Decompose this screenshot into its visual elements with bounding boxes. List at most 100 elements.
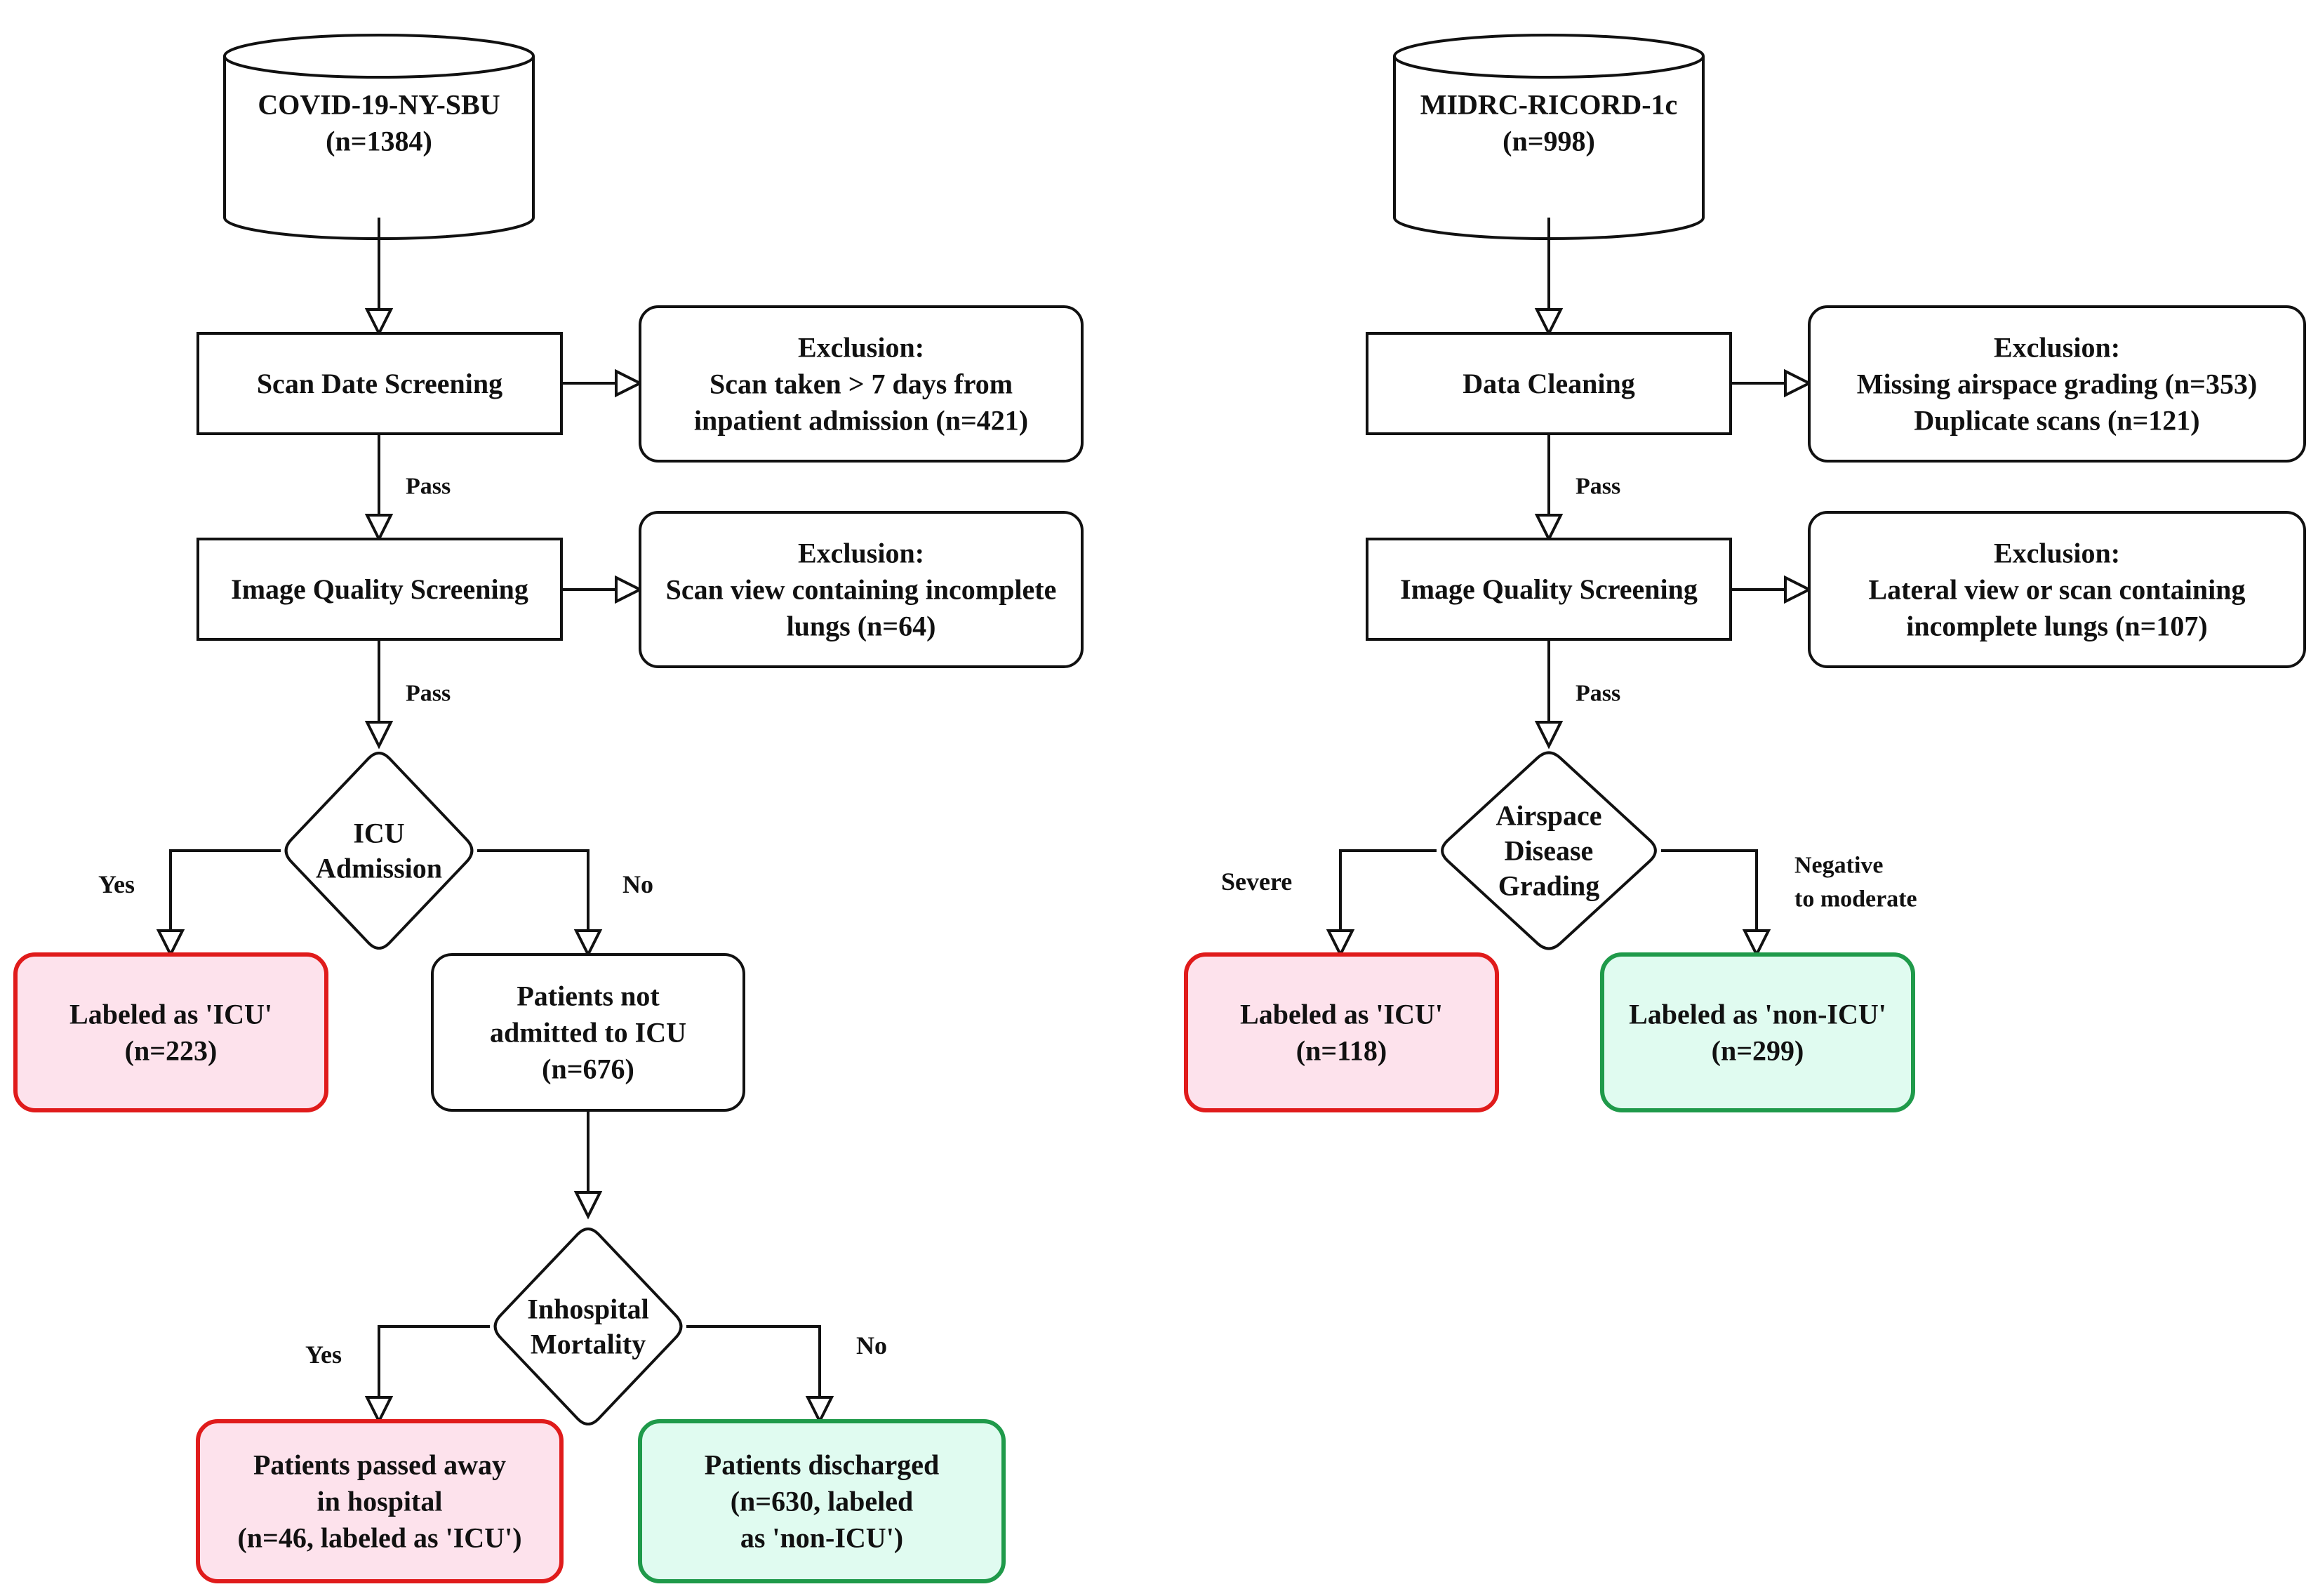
left-no-2-label-line-1: No xyxy=(856,1331,887,1359)
left-pass-1-label-line-1: Pass xyxy=(406,474,451,500)
right-database-cylinder-text-line-1: MIDRC-RICORD-1c xyxy=(1420,89,1678,121)
left-arrow-database-to-scan-date xyxy=(364,218,394,337)
right-arrow-grading-severe-line xyxy=(1339,849,1437,931)
left-not-admitted-box-text-line-1: Patients not xyxy=(517,980,660,1012)
left-icu-label-box-text: Labeled as 'ICU' (n=223) xyxy=(69,999,272,1067)
left-arrow-not-admitted-to-mortality xyxy=(573,1110,603,1220)
right-arrow-quality-to-grading-head xyxy=(1534,721,1564,750)
left-database-cylinder-top xyxy=(223,34,535,79)
left-database-cylinder-text-line-2: (n=1384) xyxy=(326,126,432,157)
right-icu-label-box xyxy=(1184,952,1499,1112)
left-arrow-mortality-no-line xyxy=(686,1325,821,1397)
right-nonicu-label-box-text: Labeled as 'non-ICU' (n=299) xyxy=(1629,999,1886,1067)
left-not-admitted-box-text-line-2: admitted to ICU xyxy=(490,1017,686,1049)
left-arrow-database-to-scan-date-head xyxy=(364,308,394,337)
left-passed-away-box-text-line-3: (n=46, labeled as 'ICU') xyxy=(237,1522,521,1554)
left-exclusion-2-box-text-line-3: lungs (n=64) xyxy=(787,611,936,642)
right-database-cylinder-text: MIDRC-RICORD-1c(n=998) xyxy=(1420,89,1678,157)
right-data-cleaning-box-text: Data Cleaning xyxy=(1463,368,1635,399)
left-exclusion-2-box xyxy=(639,511,1084,668)
right-pass-1-label-line-1: Pass xyxy=(1576,474,1620,500)
right-airspace-grading-decision-text-line-3: Grading xyxy=(1498,870,1599,902)
right-exclusion-2-box xyxy=(1808,511,2306,668)
right-nonicu-label-box-text-line-2: (n=299) xyxy=(1712,1035,1804,1067)
right-arrow-database-to-cleaning xyxy=(1534,218,1564,337)
left-arrow-decision-yes-line xyxy=(169,849,281,931)
left-discharged-box xyxy=(638,1419,1006,1583)
right-arrow-cleaning-to-exclusion-head xyxy=(1784,368,1813,398)
right-severe-label-line-1: Severe xyxy=(1221,867,1292,896)
left-arrow-mortality-yes xyxy=(364,1325,490,1425)
right-image-quality-box-text: Image Quality Screening xyxy=(1400,573,1698,605)
right-exclusion-1-box-text: Exclusion:Missing airspace grading (n=35… xyxy=(1857,332,2258,437)
left-arrow-mortality-yes-head xyxy=(364,1396,394,1425)
left-yes-2-label: Yes xyxy=(305,1341,342,1369)
left-image-quality-box-text: Image Quality Screening xyxy=(231,573,528,605)
left-pass-1-label: Pass xyxy=(406,474,451,500)
right-negative-label-line-1: Negative xyxy=(1794,853,1884,879)
left-arrow-scan-date-to-quality-head xyxy=(364,514,394,543)
left-scan-date-box-text-line-1: Scan Date Screening xyxy=(257,368,502,399)
left-exclusion-1-box-text-line-3: inpatient admission (n=421) xyxy=(694,405,1028,437)
right-arrow-grading-negative xyxy=(1661,849,1771,958)
right-exclusion-1-box xyxy=(1808,305,2306,463)
left-arrow-quality-to-icu-decision xyxy=(364,639,394,750)
right-arrow-grading-negative-line xyxy=(1661,849,1758,931)
left-arrow-mortality-no-head xyxy=(805,1396,834,1425)
right-pass-2-label: Pass xyxy=(1576,681,1620,707)
left-discharged-box-text-line-2: (n=630, labeled xyxy=(731,1486,914,1517)
right-arrow-cleaning-to-quality-head xyxy=(1534,514,1564,543)
right-pass-1-label: Pass xyxy=(1576,474,1620,500)
right-arrow-quality-to-grading xyxy=(1534,639,1564,750)
right-airspace-grading-decision xyxy=(1441,751,1657,950)
right-arrow-grading-severe xyxy=(1326,849,1437,958)
left-yes-1-label-line-1: Yes xyxy=(98,870,135,898)
left-icu-admission-decision-text-line-2: Admission xyxy=(316,853,442,884)
right-arrow-cleaning-to-exclusion xyxy=(1731,368,1813,398)
left-exclusion-1-box-text-line-2: Scan taken > 7 days from xyxy=(710,368,1013,400)
left-arrow-decision-no-line xyxy=(477,849,590,931)
left-database-cylinder-text-line-1: COVID-19-NY-SBU xyxy=(258,89,500,121)
right-arrow-grading-negative-head xyxy=(1742,929,1771,958)
right-arrow-quality-to-exclusion-head xyxy=(1784,575,1813,604)
right-nonicu-label-box-text-line-1: Labeled as 'non-ICU' xyxy=(1629,999,1886,1030)
left-inhospital-mortality-decision xyxy=(493,1227,683,1426)
left-inhospital-mortality-decision-text-line-2: Mortality xyxy=(531,1329,646,1360)
left-exclusion-1-box-text-line-1: Exclusion: xyxy=(798,332,924,364)
left-scan-date-box-text: Scan Date Screening xyxy=(257,368,502,399)
right-severe-label: Severe xyxy=(1221,867,1292,896)
left-discharged-box-text-line-3: as 'non-ICU') xyxy=(740,1522,903,1554)
right-data-cleaning-box-text-line-1: Data Cleaning xyxy=(1463,368,1635,399)
right-pass-2-label-line-1: Pass xyxy=(1576,681,1620,707)
left-arrow-scan-date-to-quality xyxy=(364,434,394,543)
right-arrow-cleaning-to-quality xyxy=(1534,434,1564,543)
right-icu-label-box-text: Labeled as 'ICU'(n=118) xyxy=(1240,999,1443,1067)
left-icu-label-box-text-line-2: (n=223) xyxy=(125,1035,218,1067)
left-arrow-quality-to-icu-decision-head xyxy=(364,721,394,750)
right-arrow-grading-severe-head xyxy=(1326,929,1355,958)
left-arrow-quality-to-exclusion xyxy=(561,575,644,604)
left-arrow-scan-date-to-exclusion xyxy=(561,368,644,398)
left-passed-away-box-text-line-1: Patients passed away xyxy=(253,1449,506,1481)
left-pass-2-label-line-1: Pass xyxy=(406,681,451,707)
right-exclusion-1-box-text-line-1: Exclusion: xyxy=(1994,332,2120,364)
left-icu-label-box xyxy=(13,952,328,1112)
left-arrow-decision-no xyxy=(477,849,603,958)
right-icu-label-box-text-line-2: (n=118) xyxy=(1296,1035,1387,1067)
left-no-1-label-line-1: No xyxy=(622,870,653,898)
right-arrow-quality-to-exclusion xyxy=(1731,575,1813,604)
right-arrow-database-to-cleaning-head xyxy=(1534,308,1564,337)
left-scan-date-box xyxy=(197,332,563,435)
left-passed-away-box-text-line-2: in hospital xyxy=(317,1486,443,1517)
left-yes-1-label: Yes xyxy=(98,870,135,898)
right-airspace-grading-decision-text-line-2: Disease xyxy=(1505,835,1594,867)
left-icu-label-box-text-line-1: Labeled as 'ICU' xyxy=(69,999,272,1030)
left-exclusion-2-box-text-line-2: Scan view containing incomplete xyxy=(666,574,1057,606)
